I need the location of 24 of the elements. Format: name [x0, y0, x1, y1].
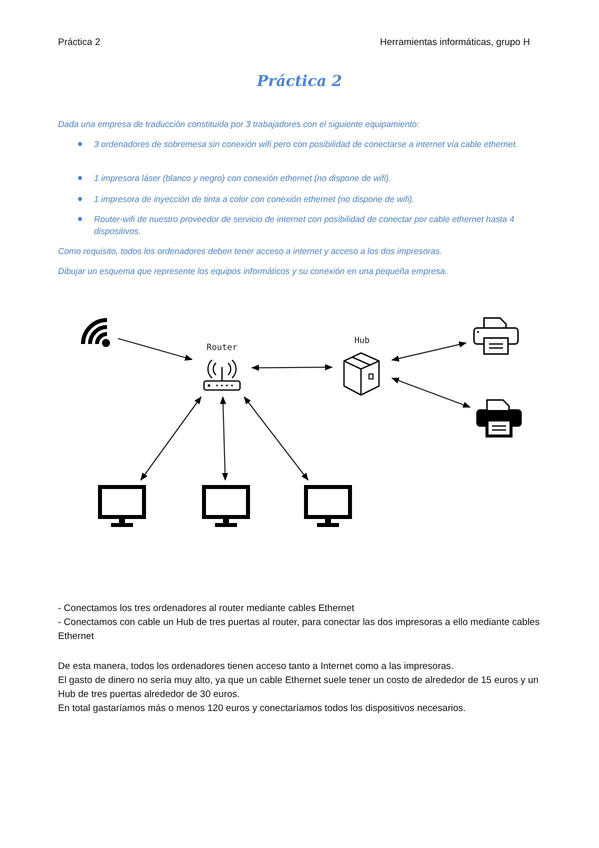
arrow — [391, 342, 467, 362]
page-header: Herramientas informáticas, grupo H — [380, 37, 530, 48]
arrow — [391, 378, 471, 408]
body-text: De esta manera, todos los ordenadores tienen acceso tanto a Internet como a las impresoras. — [58, 660, 455, 674]
instruction-text: Dibujar un esquema que represente los equipos informáticos y su conexión en una pequeña empresa. — [58, 265, 448, 277]
node-label: Router — [206, 343, 238, 353]
arrow — [140, 396, 202, 481]
bullet-text: Router-wifi de nuestro proveedor de servicio de internet con posibilidad de conectar por cable ethernet hasta 4 dispositivos. — [94, 213, 516, 237]
body-text: - Conectamos con cable un Hub de tres puertas al router, para conectar las dos impresoras a ello mediante cables Ethernet — [58, 616, 541, 644]
page-title: Práctica 2 — [256, 72, 344, 90]
bullet-text: 3 ordenadores de sobremesa sin conexión wifi pero con posibilidad de conectarse a internet vía cable ethernet. — [94, 138, 519, 150]
body-text: El gasto de dinero no sería muy alto, ya que un cable Ethernet suele tener un costo de alrededor de 15 euros y un Hub de tres puertas alrededor de 30 euros. — [58, 674, 540, 702]
arrow — [244, 396, 308, 481]
arrow — [118, 338, 193, 361]
node-label: Hub — [353, 336, 371, 346]
bullet-text: 1 impresora láser (blanco y negro) con conexión ethernet (no dispone de wifi). — [94, 172, 392, 184]
arrow — [251, 364, 333, 371]
requirement-text: Como requisito, todos los ordenadores deben tener acceso a internet y acceso a los dos impresoras. — [58, 245, 444, 257]
intro-text: Dada una empresa de traducción constituida por 3 trabajadores con el siguiente equipamiento: — [58, 118, 420, 130]
body-text: - Conectamos los tres ordenadores al router mediante cables Ethernet — [58, 602, 356, 616]
body-text: En total gastaríamos más o menos 120 euros y conectaríamos todos los dispositivos necesarios. — [58, 702, 467, 716]
bullet-text: 1 impresora de inyección de tinta a color con conexión ethernet (no dispone de wifi). — [94, 193, 416, 205]
page-header: Práctica 2 — [58, 37, 100, 48]
arrow — [220, 396, 228, 481]
